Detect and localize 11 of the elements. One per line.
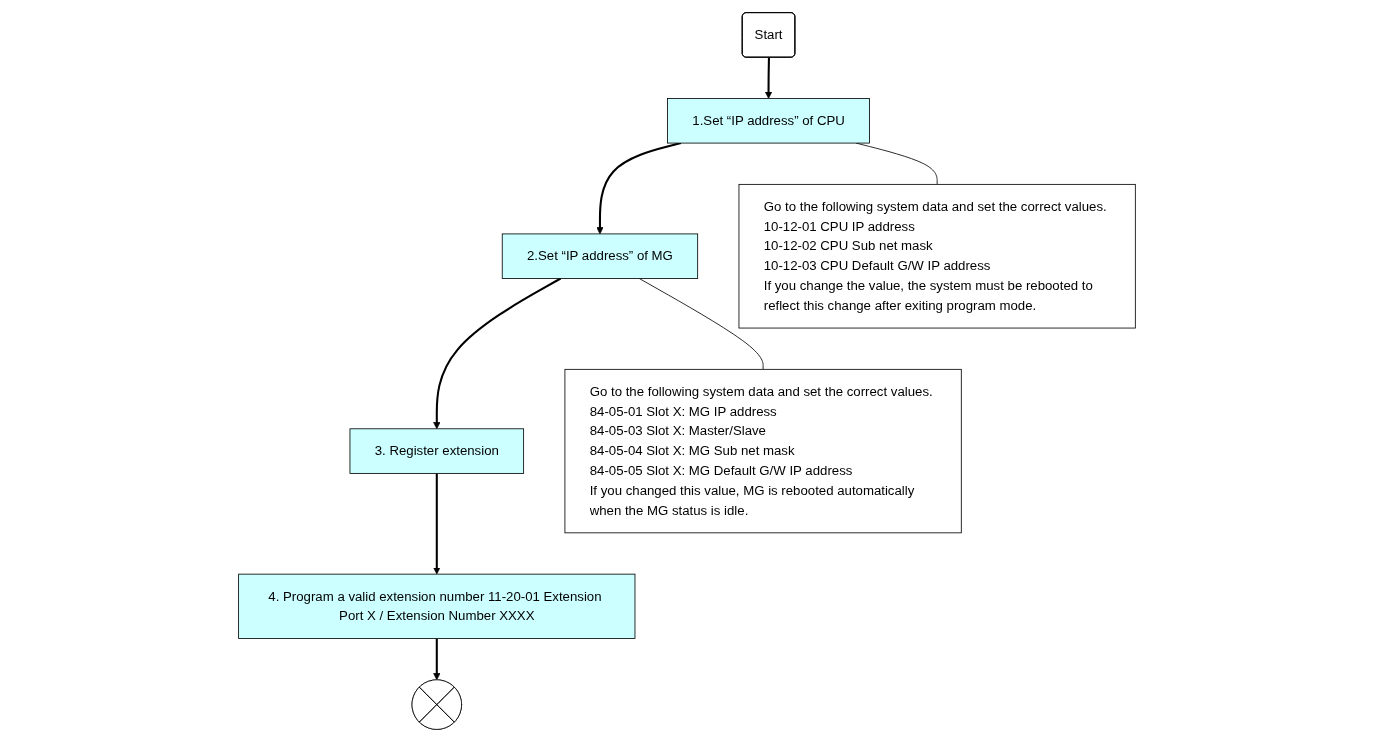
node-box: Go to the following system data and set the correct values. 84-05-01 Slot X: MG IP address 84-05-03 Slot X: Master/Slave 84-05-04 Slot X: MG Sub net mask 84-05-05 Slot X: MG Default G/W IP address If you changed this value, MG is rebooted automatically when the MG status is idle.: [564, 368, 962, 534]
node-box: 1.Set “IP address” of CPU: [667, 98, 870, 144]
node-box: 3. Register extension: [349, 428, 525, 474]
node-box: 2.Set “IP address” of MG: [501, 233, 699, 279]
arrow: [433, 277, 562, 430]
arrow: [764, 57, 773, 99]
node-box: Go to the following system data and set the correct values. 10-12-01 CPU IP address 10-12-02 CPU Sub net mask 10-12-03 CPU Default G/W IP address If you change the value, the system must be rebooted to reflect this change after exiting program mode.: [738, 183, 1136, 329]
node-box: 4. Program a valid extension number 11-20-01 Extension Port X / Extension Number XXXX: [238, 573, 636, 639]
arrow: [433, 638, 441, 681]
arrow: [433, 473, 441, 575]
connector: [638, 278, 764, 370]
